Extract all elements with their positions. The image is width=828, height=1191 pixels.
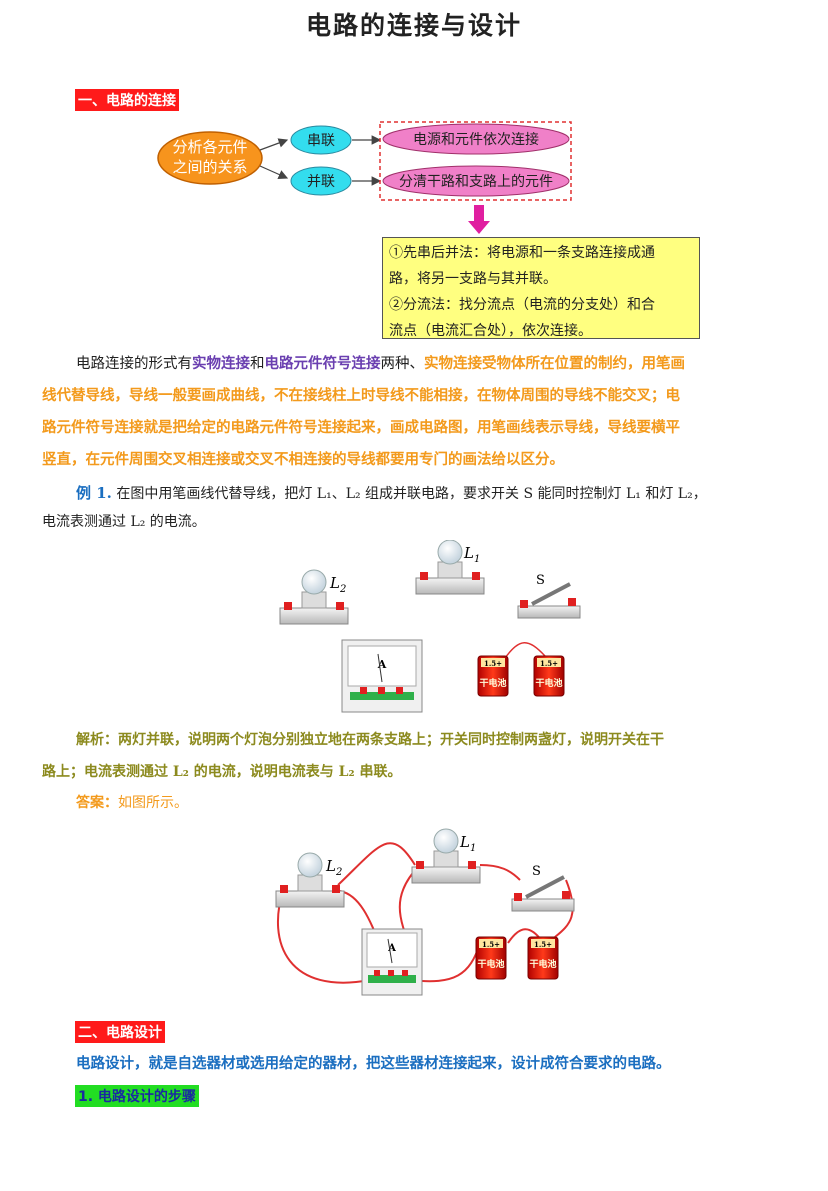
ammeter: A [341, 639, 423, 713]
svg-text:L1: L1 [459, 833, 476, 854]
series-desc-oval [382, 123, 570, 155]
wire [479, 864, 521, 881]
method-line-4: 流点（电流汇合处），依次连接。 [389, 323, 592, 339]
analysis-text: 路上；电流表测通过 L₂ 的电流，说明电流表与 L₂ 串联。 [42, 764, 402, 780]
answer: 答案：如图所示。 [76, 789, 188, 817]
ammeter-label: A [377, 658, 387, 671]
design-definition: 电路设计，就是自选器材或选用给定的器材，把这些器材连接起来，设计成符合要求的电路… [76, 1055, 671, 1072]
example-label: 例 1. [76, 484, 112, 502]
svg-text:L2: L2 [325, 857, 342, 878]
method-line-3: ②分流法：找分流点（电流的分支处）和合 [389, 297, 655, 313]
l1-label: L1 [463, 544, 480, 565]
parallel-desc-oval [382, 165, 570, 197]
para-highlight: 线代替导线，导线一般要画成曲线，不在接线柱上时导线不能相接，在物体周围的导线不能… [42, 387, 680, 404]
example-text: 电流表测通过 L₂ 的电流。 [42, 514, 206, 530]
switch-s: S [517, 573, 581, 619]
para-text: 两种、 [380, 356, 425, 372]
series-oval [290, 125, 352, 155]
dashed-group-box [379, 121, 572, 201]
analysis-text: 两灯并联，说明两个灯泡分别独立地在两条支路上；开关同时控制两盏灯，说明开关在干 [118, 732, 664, 748]
wire [276, 886, 371, 984]
example-1: 例 1. 在图中用笔画线代替导线，把灯 L₁、L₂ 组成并联电路，要求开关 S … [42, 479, 802, 536]
method-line-1: ①先串后并法：将电源和一条支路连接成通 [389, 245, 655, 261]
components-figure: L2 L1 S A 1.5+ 1.5+ 干电池 干电池 [279, 540, 581, 713]
step-heading-design-steps: 1. 电路设计的步骤 [75, 1085, 199, 1107]
lamp-l1-connected: L1 [411, 828, 481, 884]
connection-methods-note: ①先串后并法：将电源和一条支路连接成通 路，将另一支路与其并联。 ②分流法：找分… [382, 237, 700, 339]
page-title: 电路的连接与设计 [305, 11, 522, 40]
lamp-l2-connected: L2 [275, 852, 345, 908]
wire [554, 879, 574, 938]
symbol-connection-term: 电路元件符号连接 [264, 355, 381, 372]
analysis-label: 解析： [76, 732, 118, 748]
battery-cells: 1.5+ 1.5+ 干电池 干电池 [477, 642, 565, 697]
physical-connection-term: 实物连接 [192, 355, 250, 372]
svg-text:1.5+: 1.5+ [482, 940, 500, 949]
svg-text:干电池: 干电池 [529, 958, 556, 970]
wire [337, 842, 416, 886]
parallel-label: 并联 [307, 174, 335, 190]
section-heading-circuit-connection: 一、电路的连接 [75, 89, 179, 111]
series-desc: 电源和元件依次连接 [413, 131, 539, 148]
root-label-2: 之间的关系 [172, 158, 247, 176]
arrow-to-series [259, 138, 289, 151]
switch-s-connected: S [511, 864, 575, 912]
para-highlight: 路元件符号连接就是把给定的电路元件符号连接起来，画成电路图，用笔画线表示导线，导… [42, 419, 680, 436]
example-text: 在图中用笔画线代替导线，把灯 L₁、L₂ 组成并联电路，要求开关 S 能同时控制… [116, 486, 707, 502]
answer-text: 如图所示。 [118, 795, 188, 811]
para-text: 和 [250, 356, 265, 372]
para-highlight: 实物连接受物体所在位置的制约，用笔画 [424, 355, 685, 372]
connection-concept-diagram: 分析各元件 之间的关系 串联 并联 电源和元件依次连接 分清干路和支路上的元件 [157, 121, 572, 234]
svg-text:A: A [387, 943, 396, 954]
battery-cells-connected: 1.5+ 1.5+ 干电池 干电池 [475, 936, 559, 980]
section-heading-circuit-design: 二、电路设计 [75, 1021, 165, 1043]
down-arrow-head [468, 221, 490, 234]
svg-text:1.5+: 1.5+ [534, 940, 552, 949]
root-label-1: 分析各元件 [172, 138, 247, 156]
down-arrow-shaft [474, 205, 484, 221]
svg-text:1.5+: 1.5+ [540, 659, 558, 668]
lamp-l1: L1 [415, 540, 485, 595]
l2-label: L2 [329, 574, 346, 595]
analysis: 解析：两灯并联，说明两个灯泡分别独立地在两条支路上；开关同时控制两盏灯，说明开关… [42, 724, 802, 788]
answer-circuit-figure: L2 L1 S A 1.5+ 1.5+ 干电池 干电池 [275, 828, 575, 996]
switch-label: S [536, 573, 545, 588]
connection-forms-paragraph: 电路连接的形式有实物连接和电路元件符号连接两种、实物连接受物体所在位置的制约，用… [42, 348, 792, 476]
para-highlight: 竖直，在元件周围交叉相连接或交叉不相连接的导线都要用专门的画法给以区分。 [42, 451, 564, 468]
answer-label: 答案： [76, 795, 118, 811]
svg-text:干电池: 干电池 [477, 958, 504, 970]
parallel-oval [290, 166, 352, 196]
ammeter-connected: A [361, 928, 423, 996]
svg-text:干电池: 干电池 [535, 677, 562, 689]
parallel-desc: 分清干路和支路上的元件 [399, 174, 553, 190]
method-line-2: 路，将另一支路与其并联。 [389, 271, 557, 287]
root-oval [157, 131, 263, 185]
lamp-l2: L2 [279, 569, 349, 625]
svg-text:1.5+: 1.5+ [484, 659, 502, 668]
svg-text:干电池: 干电池 [479, 677, 506, 689]
svg-text:S: S [532, 864, 541, 879]
para-text: 电路连接的形式有 [76, 356, 192, 372]
arrow-to-parallel [259, 165, 289, 179]
series-label: 串联 [307, 133, 335, 149]
